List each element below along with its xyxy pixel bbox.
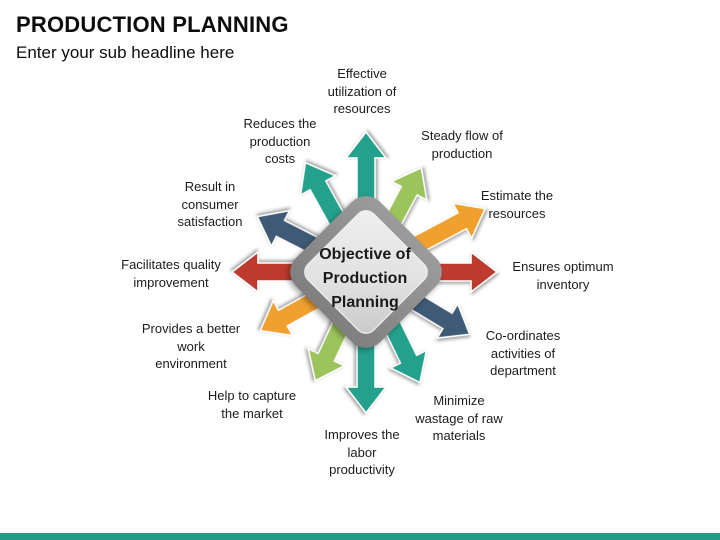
page-subtitle: Enter your sub headline here (16, 43, 235, 62)
label-effective-utilization: Effective utilization of resources (327, 66, 397, 116)
label-ensures-inventory: Ensures optimum inventory (512, 259, 614, 292)
label-improves-productivity: Improves the labor productivity (324, 427, 400, 477)
label-reduces-costs: Reduces the production costs (243, 116, 317, 166)
label-estimate-resources: Estimate the resources (480, 188, 554, 221)
label-minimize-wastage: Minimize wastage of raw materials (415, 393, 503, 443)
diamond-title: Objective of Production Planning (319, 246, 411, 311)
label-result-satisfaction: Result in consumer satisfaction (177, 179, 243, 229)
label-steady-flow: Steady flow of production (421, 128, 503, 161)
diamond-inner-panel (304, 210, 428, 334)
label-coordinates-department: Co-ordinates activities of department (485, 328, 561, 378)
center-diamond (290, 196, 442, 348)
page-title: PRODUCTION PLANNING (16, 12, 289, 37)
label-facilitates-quality: Facilitates quality improvement (121, 257, 221, 290)
label-help-capture-market: Help to capture the market (207, 388, 297, 421)
footer-accent-bar (0, 533, 720, 540)
label-provides-environment: Provides a better work environment (141, 321, 241, 371)
